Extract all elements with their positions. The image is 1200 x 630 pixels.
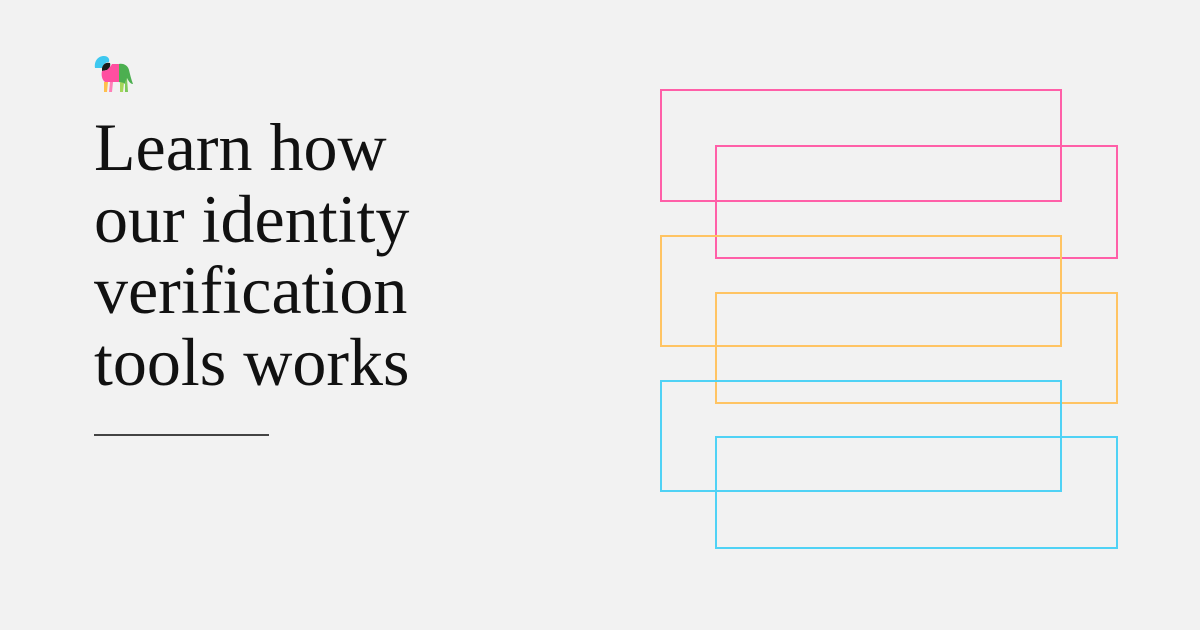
brand-logo — [93, 54, 135, 94]
horse-logo-icon — [94, 56, 133, 92]
headline-line-3: verification — [94, 252, 408, 328]
outline-rectangle-pink — [715, 145, 1118, 259]
headline: Learn how our identity verification tool… — [94, 109, 410, 400]
headline-line-2: our identity — [94, 180, 410, 257]
headline-line-4: tools works — [94, 323, 410, 400]
outline-rectangle-orange — [715, 292, 1118, 404]
headline-line-1: Learn how — [94, 109, 387, 185]
outline-rectangle-blue — [715, 436, 1118, 549]
outline-rectangle-orange — [660, 235, 1062, 347]
headline-divider — [94, 434, 269, 436]
